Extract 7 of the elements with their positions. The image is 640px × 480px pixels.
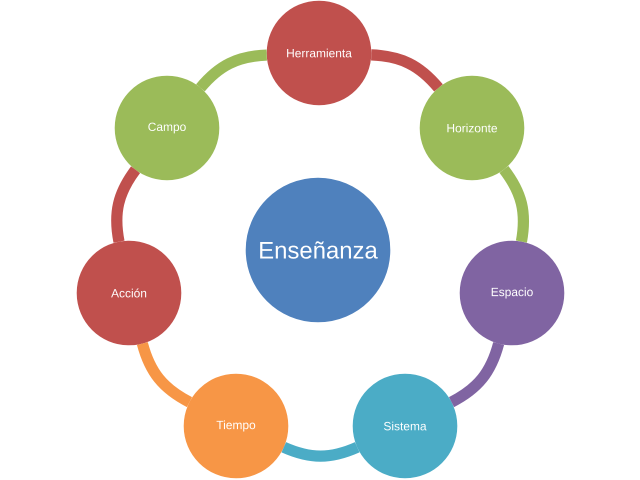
ring-arc: [111, 166, 140, 243]
ring-arc: [499, 166, 530, 242]
ring-arc: [196, 49, 268, 92]
ring-arc: [370, 49, 443, 92]
ring-arc: [448, 342, 504, 408]
ring-arc: [282, 442, 360, 462]
ring-arc: [136, 342, 192, 408]
